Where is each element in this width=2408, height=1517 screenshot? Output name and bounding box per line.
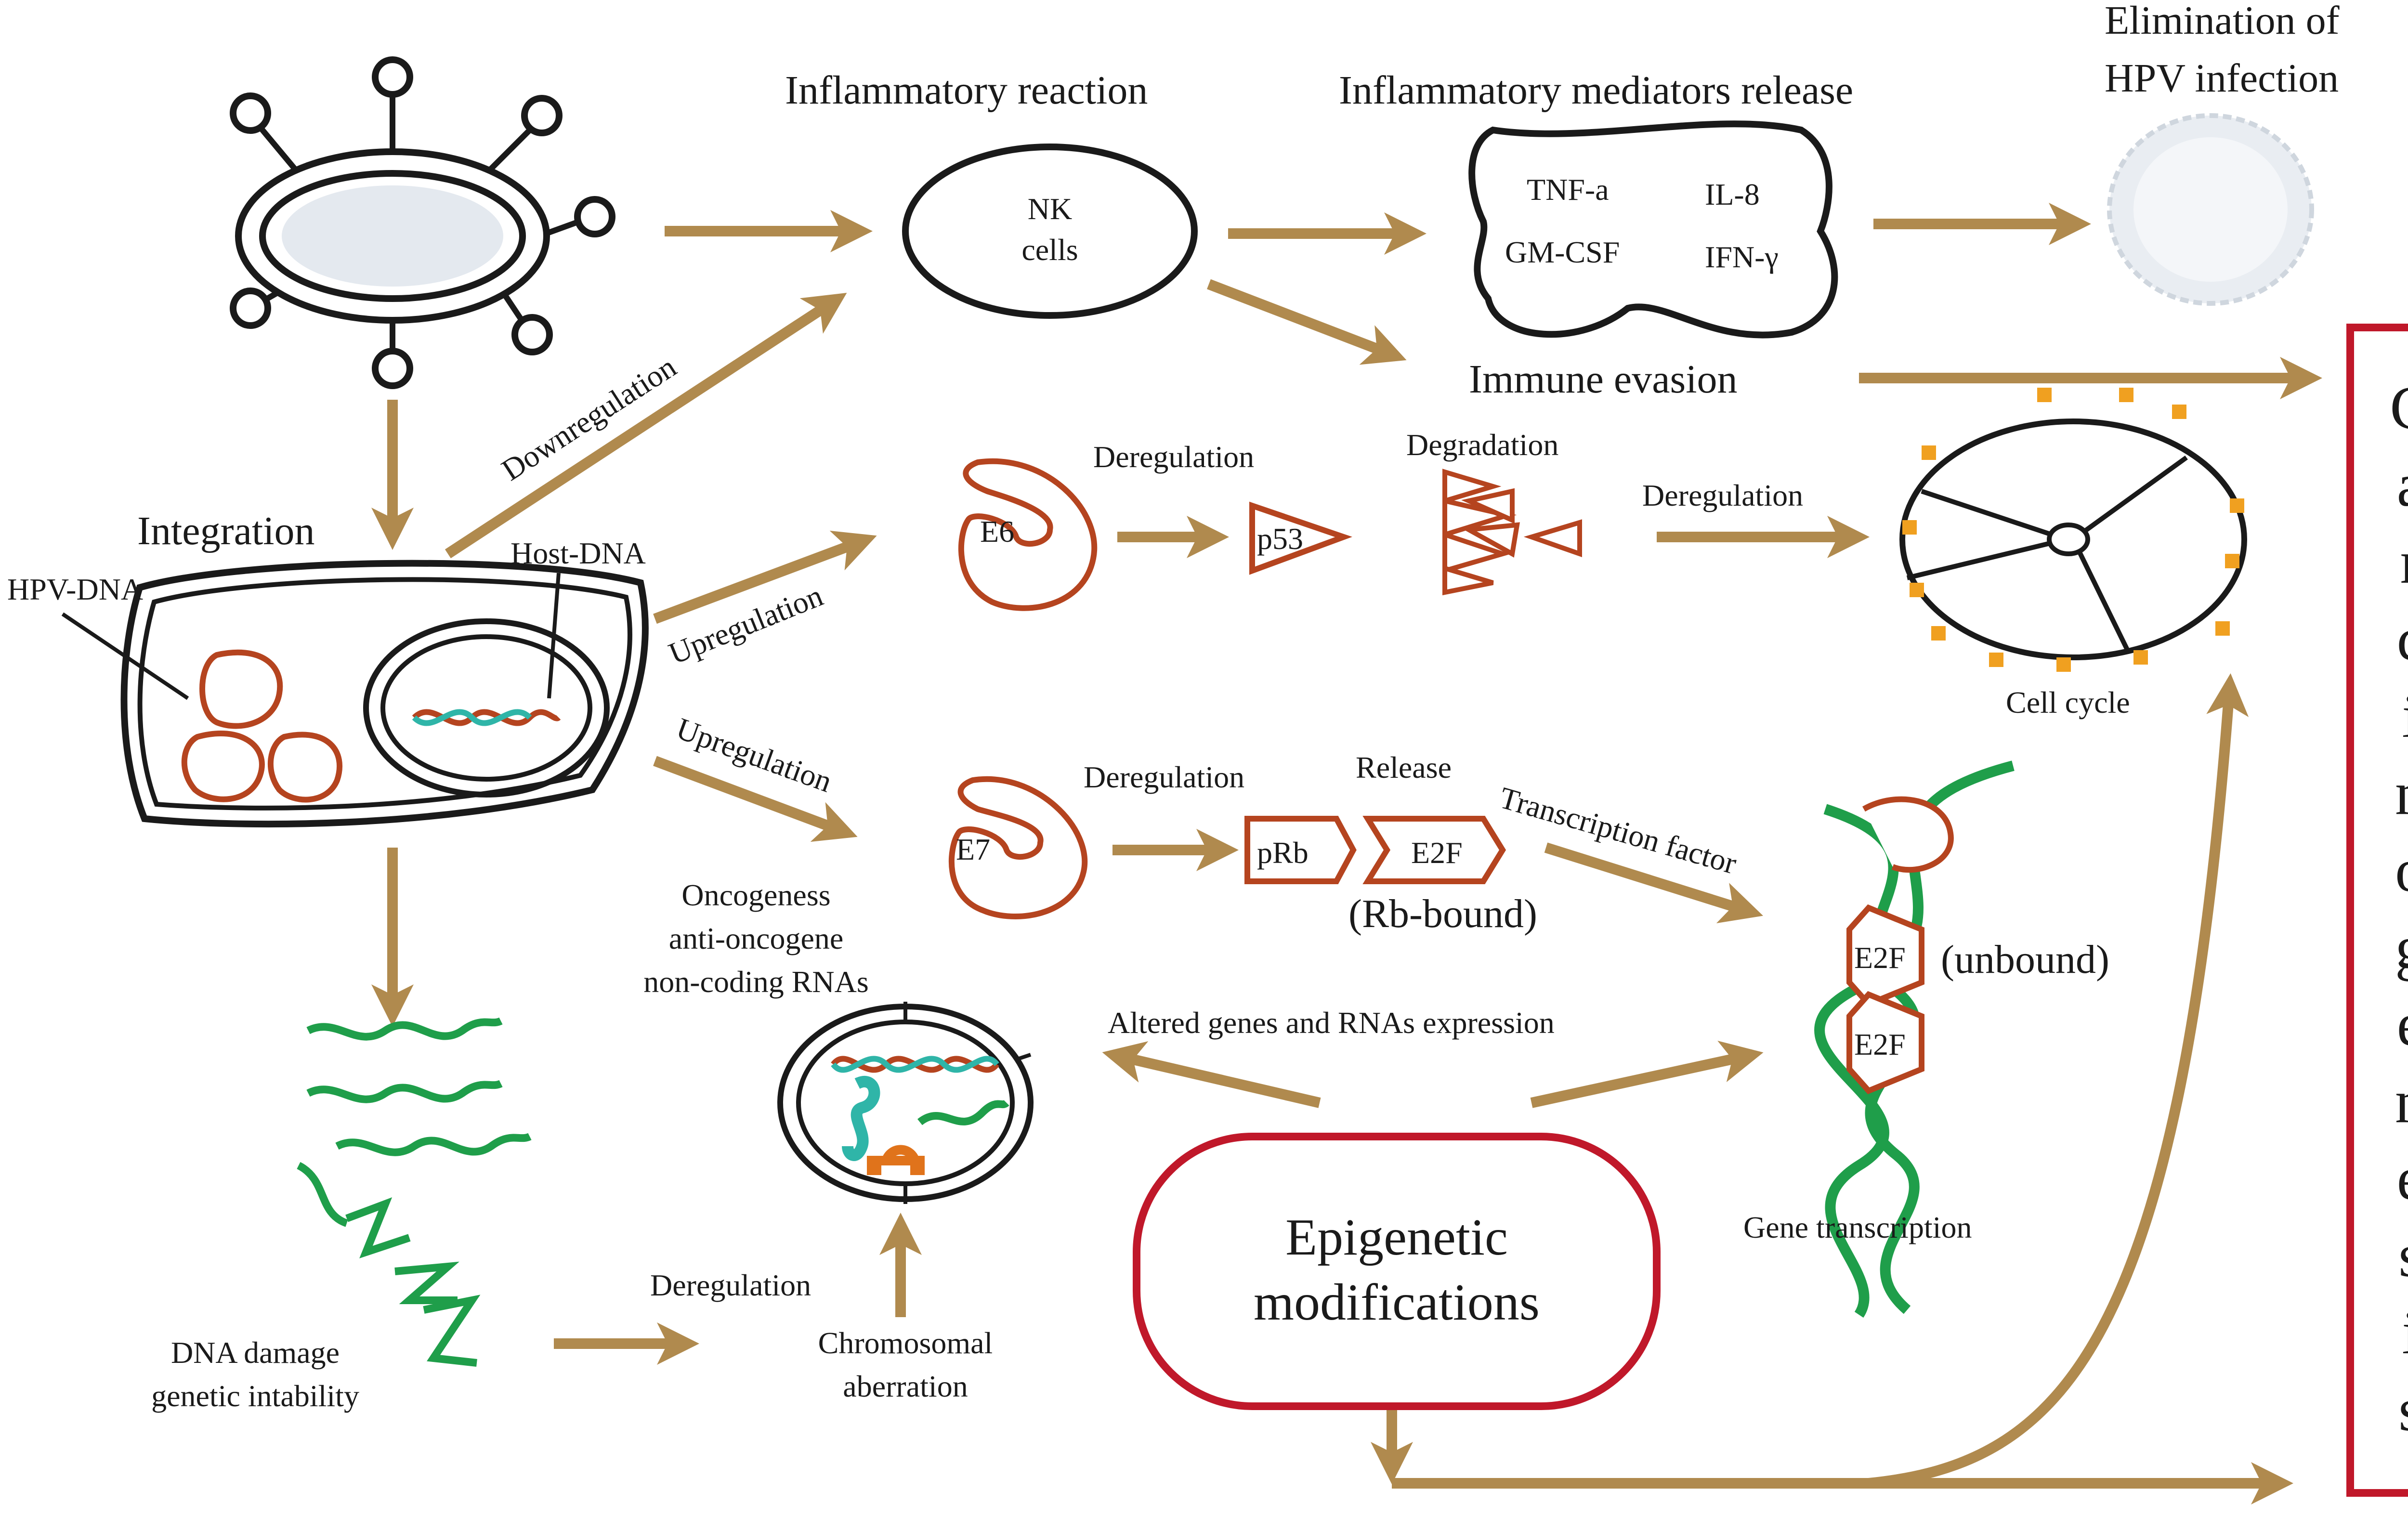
elimination-label-line2: HPV infection (2105, 56, 2339, 101)
deregulation-cycle-label: Deregulation (1642, 478, 1803, 512)
il8-label: IL-8 (1705, 177, 1760, 211)
host-cell (61, 560, 649, 828)
arrow-epigenetic-to-gene (1530, 1041, 1764, 1108)
carcinogenesis-letter: n (2395, 1067, 2408, 1136)
e7-label: E7 (956, 832, 990, 866)
upregulation-e6-label: Upregulation (664, 578, 828, 671)
nk-cells: NK cells (902, 144, 1198, 319)
carcinogenesis-letter: o (2395, 836, 2408, 904)
deregulation-e6-label: Deregulation (1093, 440, 1254, 474)
arrow-downregulation (445, 292, 847, 559)
arrows (371, 203, 2322, 1504)
nk-label-line1: NK (1028, 192, 1072, 226)
e6-protein: E6 (958, 458, 1098, 611)
tnf-label: TNF-a (1527, 172, 1609, 207)
carcinogenesis-letter: e (2397, 990, 2408, 1059)
p53-label: p53 (1257, 522, 1303, 556)
nk-label-line2: cells (1021, 233, 1078, 267)
dna-damage-label-line1: DNA damage (171, 1335, 340, 1370)
hpv-virus-icon (230, 56, 615, 389)
e6-label: E6 (980, 514, 1014, 549)
cell-cycle-icon (1899, 388, 2247, 672)
rb-bound-label: (Rb-bound) (1348, 891, 1537, 936)
integration-label: Integration (137, 509, 315, 553)
ifn-label: IFN-γ (1705, 240, 1779, 274)
epigenetic-label-line1: Epigenetic (1285, 1209, 1508, 1266)
deregulation-chrom-label: Deregulation (650, 1268, 811, 1302)
carcinogenesis-letter: g (2395, 913, 2408, 981)
release-label: Release (1356, 750, 1452, 785)
e2f-unbound-2-label: E2F (1854, 1027, 1906, 1061)
chromosomal-label-line1: Chromosomal (818, 1326, 993, 1360)
hpv-dna-label: HPV-DNA (7, 572, 143, 606)
arrow-upregulation-e6 (653, 530, 877, 624)
carcinogenesis-letter: i (2402, 682, 2408, 750)
degraded-p53-fragments (1442, 469, 1582, 596)
carcinogenesis-letter: e (2397, 1144, 2408, 1213)
mediators-cloud: TNF-a IL-8 GM-CSF IFN-γ (1468, 120, 1838, 339)
e2f-bound-label: E2F (1411, 836, 1463, 870)
oncogenes-label-line2: anti-oncogene (669, 921, 844, 955)
prb-label: pRb (1257, 836, 1309, 870)
carcinogenesis-letter: i (2402, 1298, 2408, 1367)
inflammatory-mediators-label: Inflammatory mediators release (1339, 68, 1853, 113)
arrow-epigenetic-to-nucleus (1102, 1041, 1321, 1108)
elimination-label-line1: Elimination of (2105, 0, 2340, 43)
degradation-label: Degradation (1406, 428, 1558, 462)
carcinogenesis-letter: s (2398, 1221, 2408, 1290)
carcinogenesis-letter: c (2397, 605, 2408, 673)
oncogenes-label-line1: Oncogeness (681, 878, 830, 912)
inflammatory-reaction-label: Inflammatory reaction (785, 68, 1148, 113)
arrow-curve-to-cell-cycle (1868, 673, 2249, 1489)
cell-cycle-label: Cell cycle (2006, 685, 2130, 719)
carcinogenesis-letter: s (2398, 1375, 2408, 1444)
gene-transcription-label: Gene transcription (1743, 1210, 1972, 1244)
e2f-unbound-1-label: E2F (1854, 941, 1906, 975)
e2f-bound-protein: E2F (1362, 816, 1506, 884)
e7-protein: E7 (948, 776, 1087, 919)
carcinogenesis-letter: r (2400, 528, 2408, 596)
carcinogenesis-letter: a (2397, 451, 2408, 519)
unbound-label: (unbound) (1941, 937, 2109, 982)
oncogenes-label-line3: non-coding RNAs (643, 965, 869, 999)
upregulation-e7-label: Upregulation (672, 711, 837, 798)
eliminated-cell-icon (2107, 113, 2314, 306)
chromosomal-label-line2: aberration (843, 1369, 968, 1403)
altered-expression-label: Altered genes and RNAs expression (1108, 1006, 1555, 1040)
nucleus-icon (777, 1002, 1034, 1204)
dna-damage-label-line2: genetic intability (151, 1379, 359, 1413)
gmcsf-label: GM-CSF (1505, 235, 1620, 269)
e2f-unbound-proteins: E2F E2F (1846, 904, 1924, 1095)
carcinogenesis-box: C a r c i n o g e n e s i s (2346, 324, 2408, 1497)
p53-protein: p53 (1249, 501, 1352, 575)
deregulation-e7-label: Deregulation (1084, 760, 1244, 794)
prb-protein: pRb (1244, 816, 1357, 884)
carcinogenesis-letter: n (2395, 759, 2408, 827)
damaged-dna-icon (297, 1017, 532, 1367)
epigenetic-modifications-box: Epigenetic modifications (1133, 1133, 1661, 1410)
arrow-upregulation-e7 (653, 756, 858, 842)
arrow-nk-to-immune-evasion (1207, 279, 1407, 365)
arrow-e2f-to-transcription (1544, 842, 1763, 924)
carcinogenesis-letter: C (2390, 374, 2408, 442)
immune-evasion-label: Immune evasion (1469, 357, 1738, 402)
epigenetic-label-line2: modifications (1254, 1274, 1540, 1331)
